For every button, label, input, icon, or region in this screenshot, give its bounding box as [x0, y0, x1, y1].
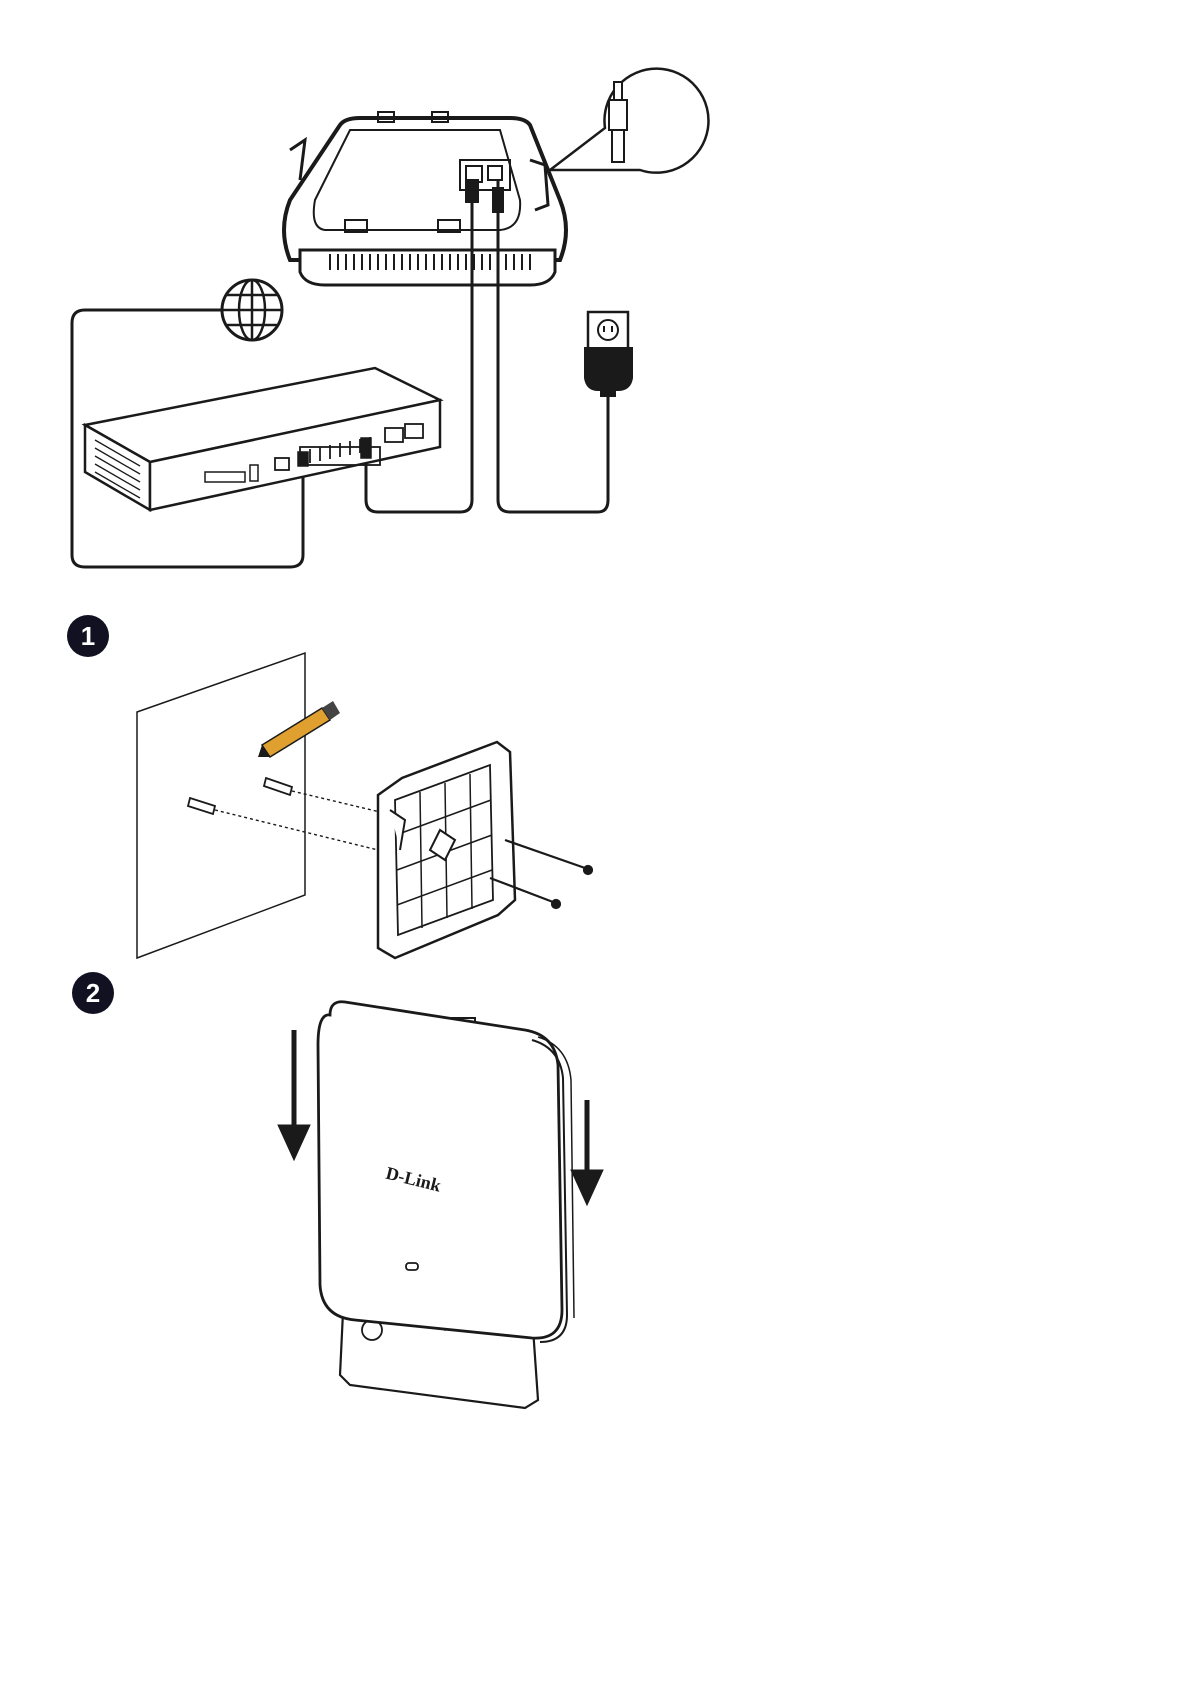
access-point-front: D-Link [318, 1002, 574, 1342]
step-2-badge: 2 [72, 972, 114, 1014]
connector-zoom-callout [550, 69, 708, 173]
down-arrow-icon-right [571, 1100, 603, 1205]
step-1-badge: 1 [67, 615, 109, 657]
step-1-number: 1 [81, 621, 95, 651]
status-led [406, 1263, 418, 1270]
internet-globe-icon [222, 280, 282, 340]
mounting-bracket [378, 742, 515, 958]
network-switch [85, 368, 440, 510]
down-arrow-icon [278, 1030, 310, 1160]
connection-diagram [72, 69, 708, 567]
access-point-bottom-view [284, 112, 566, 285]
step-2-number: 2 [86, 978, 100, 1008]
step-1: 1 [67, 615, 592, 958]
power-outlet-icon [585, 312, 632, 396]
wall-surface [137, 653, 305, 958]
step-2: 2 D-Link [72, 972, 603, 1408]
